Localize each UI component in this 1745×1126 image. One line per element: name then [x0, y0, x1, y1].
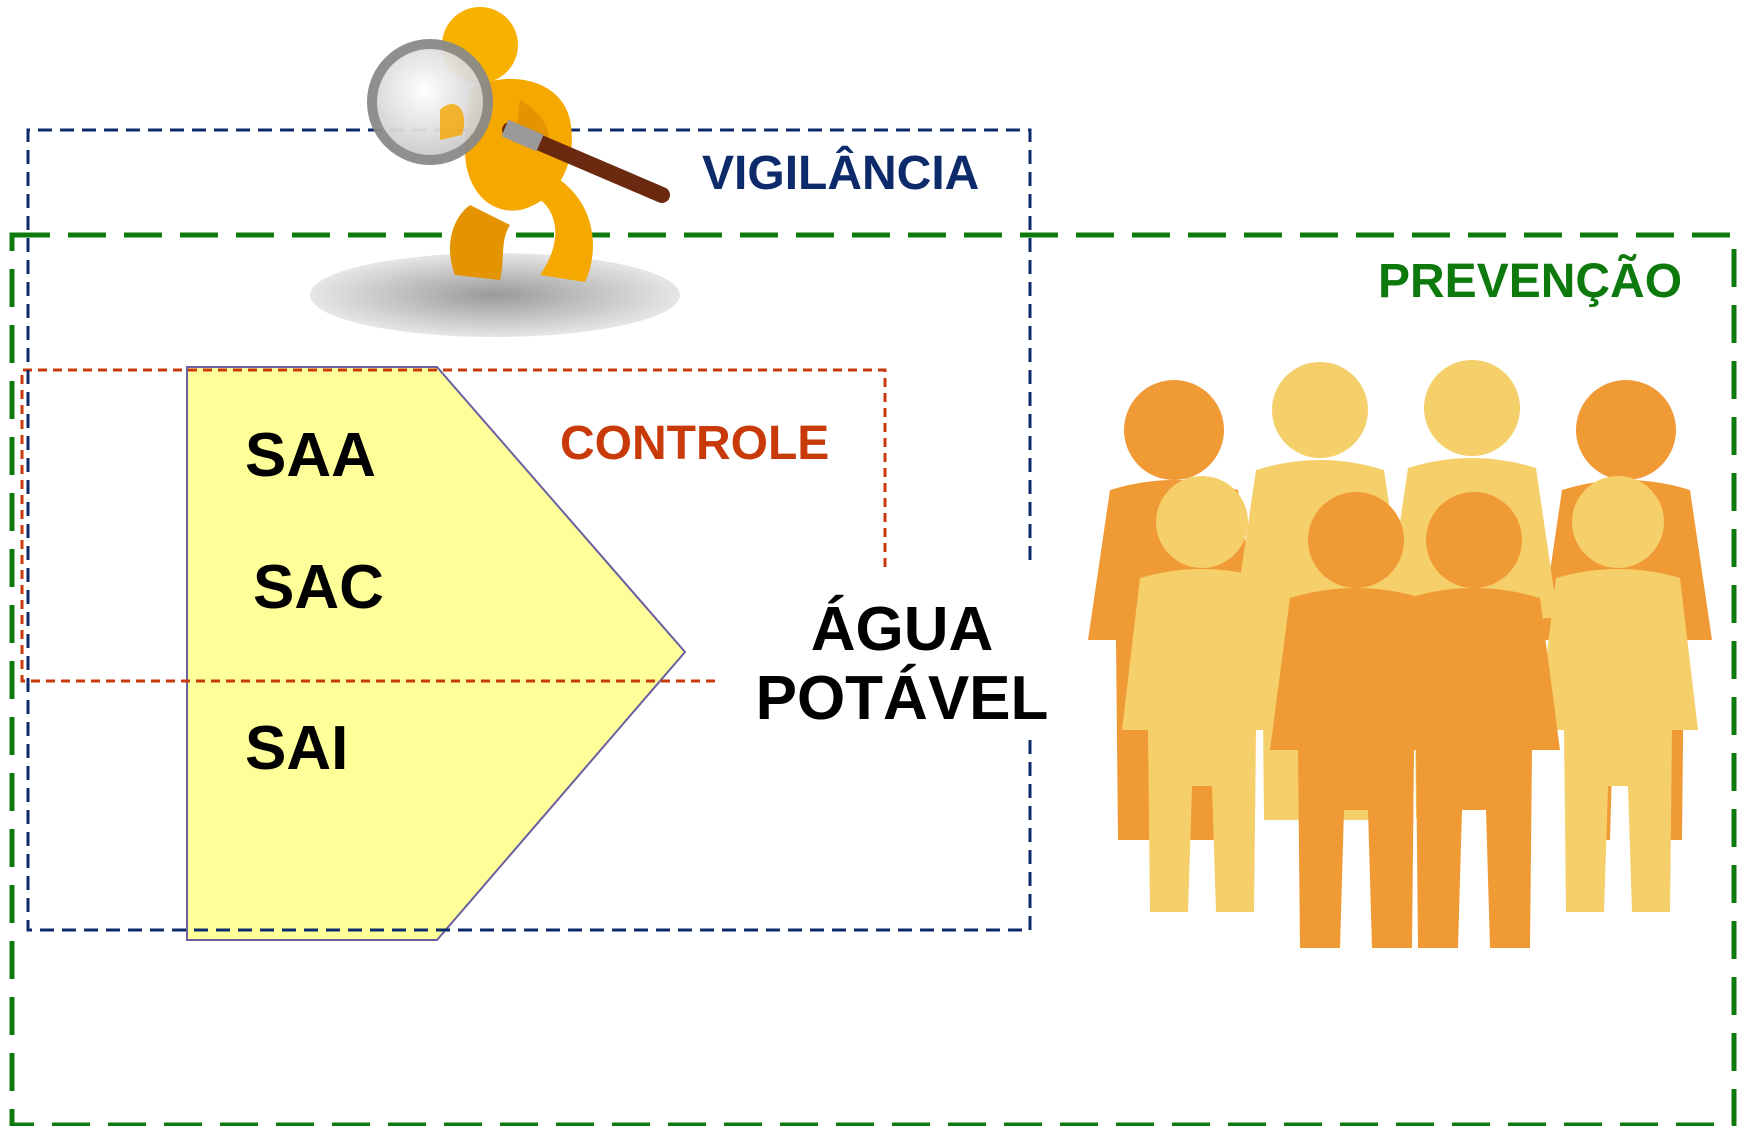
- controle-label: CONTROLE: [560, 417, 830, 470]
- systems-arrow: [186, 366, 687, 941]
- sai-label: SAI: [245, 714, 349, 783]
- saa-label: SAA: [245, 421, 376, 490]
- potavel-line: POTÁVEL: [755, 664, 1049, 734]
- prevencao-box: [9, 232, 1737, 1126]
- vigilancia-box: [26, 128, 1032, 932]
- prevencao-label: PREVENÇÃO: [1378, 255, 1683, 308]
- agua-potavel-label: ÁGUA POTÁVEL: [752, 595, 1052, 734]
- sac-label: SAC: [253, 553, 384, 622]
- agua-line: ÁGUA: [810, 595, 994, 664]
- vigilancia-label: VIGILÂNCIA: [702, 147, 980, 200]
- person-with-magnifier-icon: [310, 7, 680, 337]
- group-of-people-icon: [1088, 360, 1712, 948]
